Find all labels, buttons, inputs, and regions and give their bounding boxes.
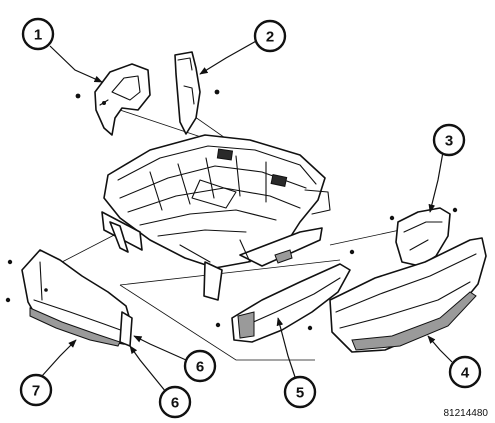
part-4-outboard-shield	[329, 237, 487, 353]
part-3-outboard-trim	[389, 207, 458, 267]
callout-6-upper-label: 6	[196, 359, 204, 376]
callout-2-label: 2	[266, 29, 274, 46]
part-7-front-panel	[5, 249, 131, 347]
callout-4: 4	[448, 355, 482, 389]
callout-5-label: 5	[296, 385, 304, 402]
callout-3-label: 3	[445, 133, 453, 150]
callout-1-label: 1	[34, 27, 42, 44]
part-2-buckle-trim	[174, 51, 220, 135]
callout-7: 7	[19, 373, 53, 407]
part-1-inboard-trim	[75, 63, 151, 136]
callout-5: 5	[283, 375, 317, 409]
callout-6-lower: 6	[158, 385, 192, 419]
leader-lines	[41, 39, 453, 393]
callout-2: 2	[253, 19, 287, 53]
callout-7-label: 7	[32, 383, 40, 400]
callout-1: 1	[21, 17, 55, 51]
part-6-trim-strip	[119, 311, 133, 347]
callout-4-label: 4	[461, 365, 470, 382]
callout-3: 3	[432, 123, 466, 157]
part-5-inboard-cover	[215, 249, 355, 343]
callout-6-upper: 6	[183, 349, 217, 383]
seat-frame	[101, 134, 331, 301]
figure-id: 81214480	[444, 408, 489, 419]
callout-6-lower-label: 6	[171, 395, 179, 412]
